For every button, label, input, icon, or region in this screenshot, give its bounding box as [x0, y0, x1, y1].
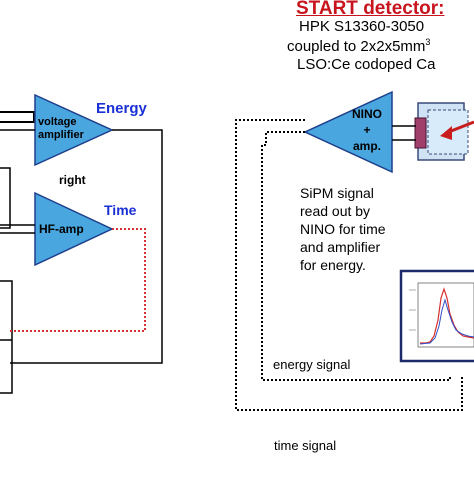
nino-time-wire [235, 119, 463, 411]
sipm-desc-1: SiPM signal [300, 185, 374, 201]
time-signal-label: time signal [274, 438, 337, 453]
start-detector-line2: coupled to 2x2x5mm3 [287, 37, 430, 55]
nino-amp-shape [303, 90, 393, 174]
sipm-desc-2: read out by [300, 203, 371, 219]
voltage-amp-label-1: voltage [38, 116, 77, 128]
nino-energy-wire [261, 131, 451, 381]
left-box-mid [0, 167, 11, 229]
time-output-wire [10, 228, 146, 332]
sipm-desc-4: and amplifier [300, 239, 381, 255]
side-label: right [59, 173, 86, 187]
start-detector-line3: LSO:Ce codoped Ca [297, 56, 436, 73]
start-detector-title: START detector: [296, 0, 445, 19]
sipm-desc-5: for energy. [300, 257, 366, 273]
start-detector-line2-sup: 3 [425, 37, 431, 47]
plot-inset-area [417, 282, 474, 348]
nino-label-2: + [363, 123, 371, 137]
energy-label: Energy [96, 100, 147, 117]
start-detector-line2-main: coupled to 2x2x5mm [287, 38, 426, 55]
hf-amp-label: HF-amp [39, 222, 84, 236]
nino-label-3: amp. [352, 139, 381, 153]
nino-label-1: NINO [352, 107, 382, 121]
voltage-amp-label-2: amplifier [38, 129, 84, 141]
source-arrow-head [440, 126, 452, 140]
sipm-desc-3: NINO for time [300, 221, 386, 237]
left-readout-block [0, 280, 13, 394]
time-label: Time [104, 202, 137, 218]
energy-output-wire [10, 129, 163, 364]
sipm-crystal [414, 117, 427, 149]
left-box-top [0, 111, 35, 123]
energy-signal-label: energy signal [273, 357, 351, 372]
start-detector-line1: HPK S13360-3050 [299, 18, 425, 35]
plot-inset-curve-blue [419, 298, 474, 345]
plot-inset-curve-red [420, 287, 474, 344]
hf-amp-shape [34, 191, 114, 267]
